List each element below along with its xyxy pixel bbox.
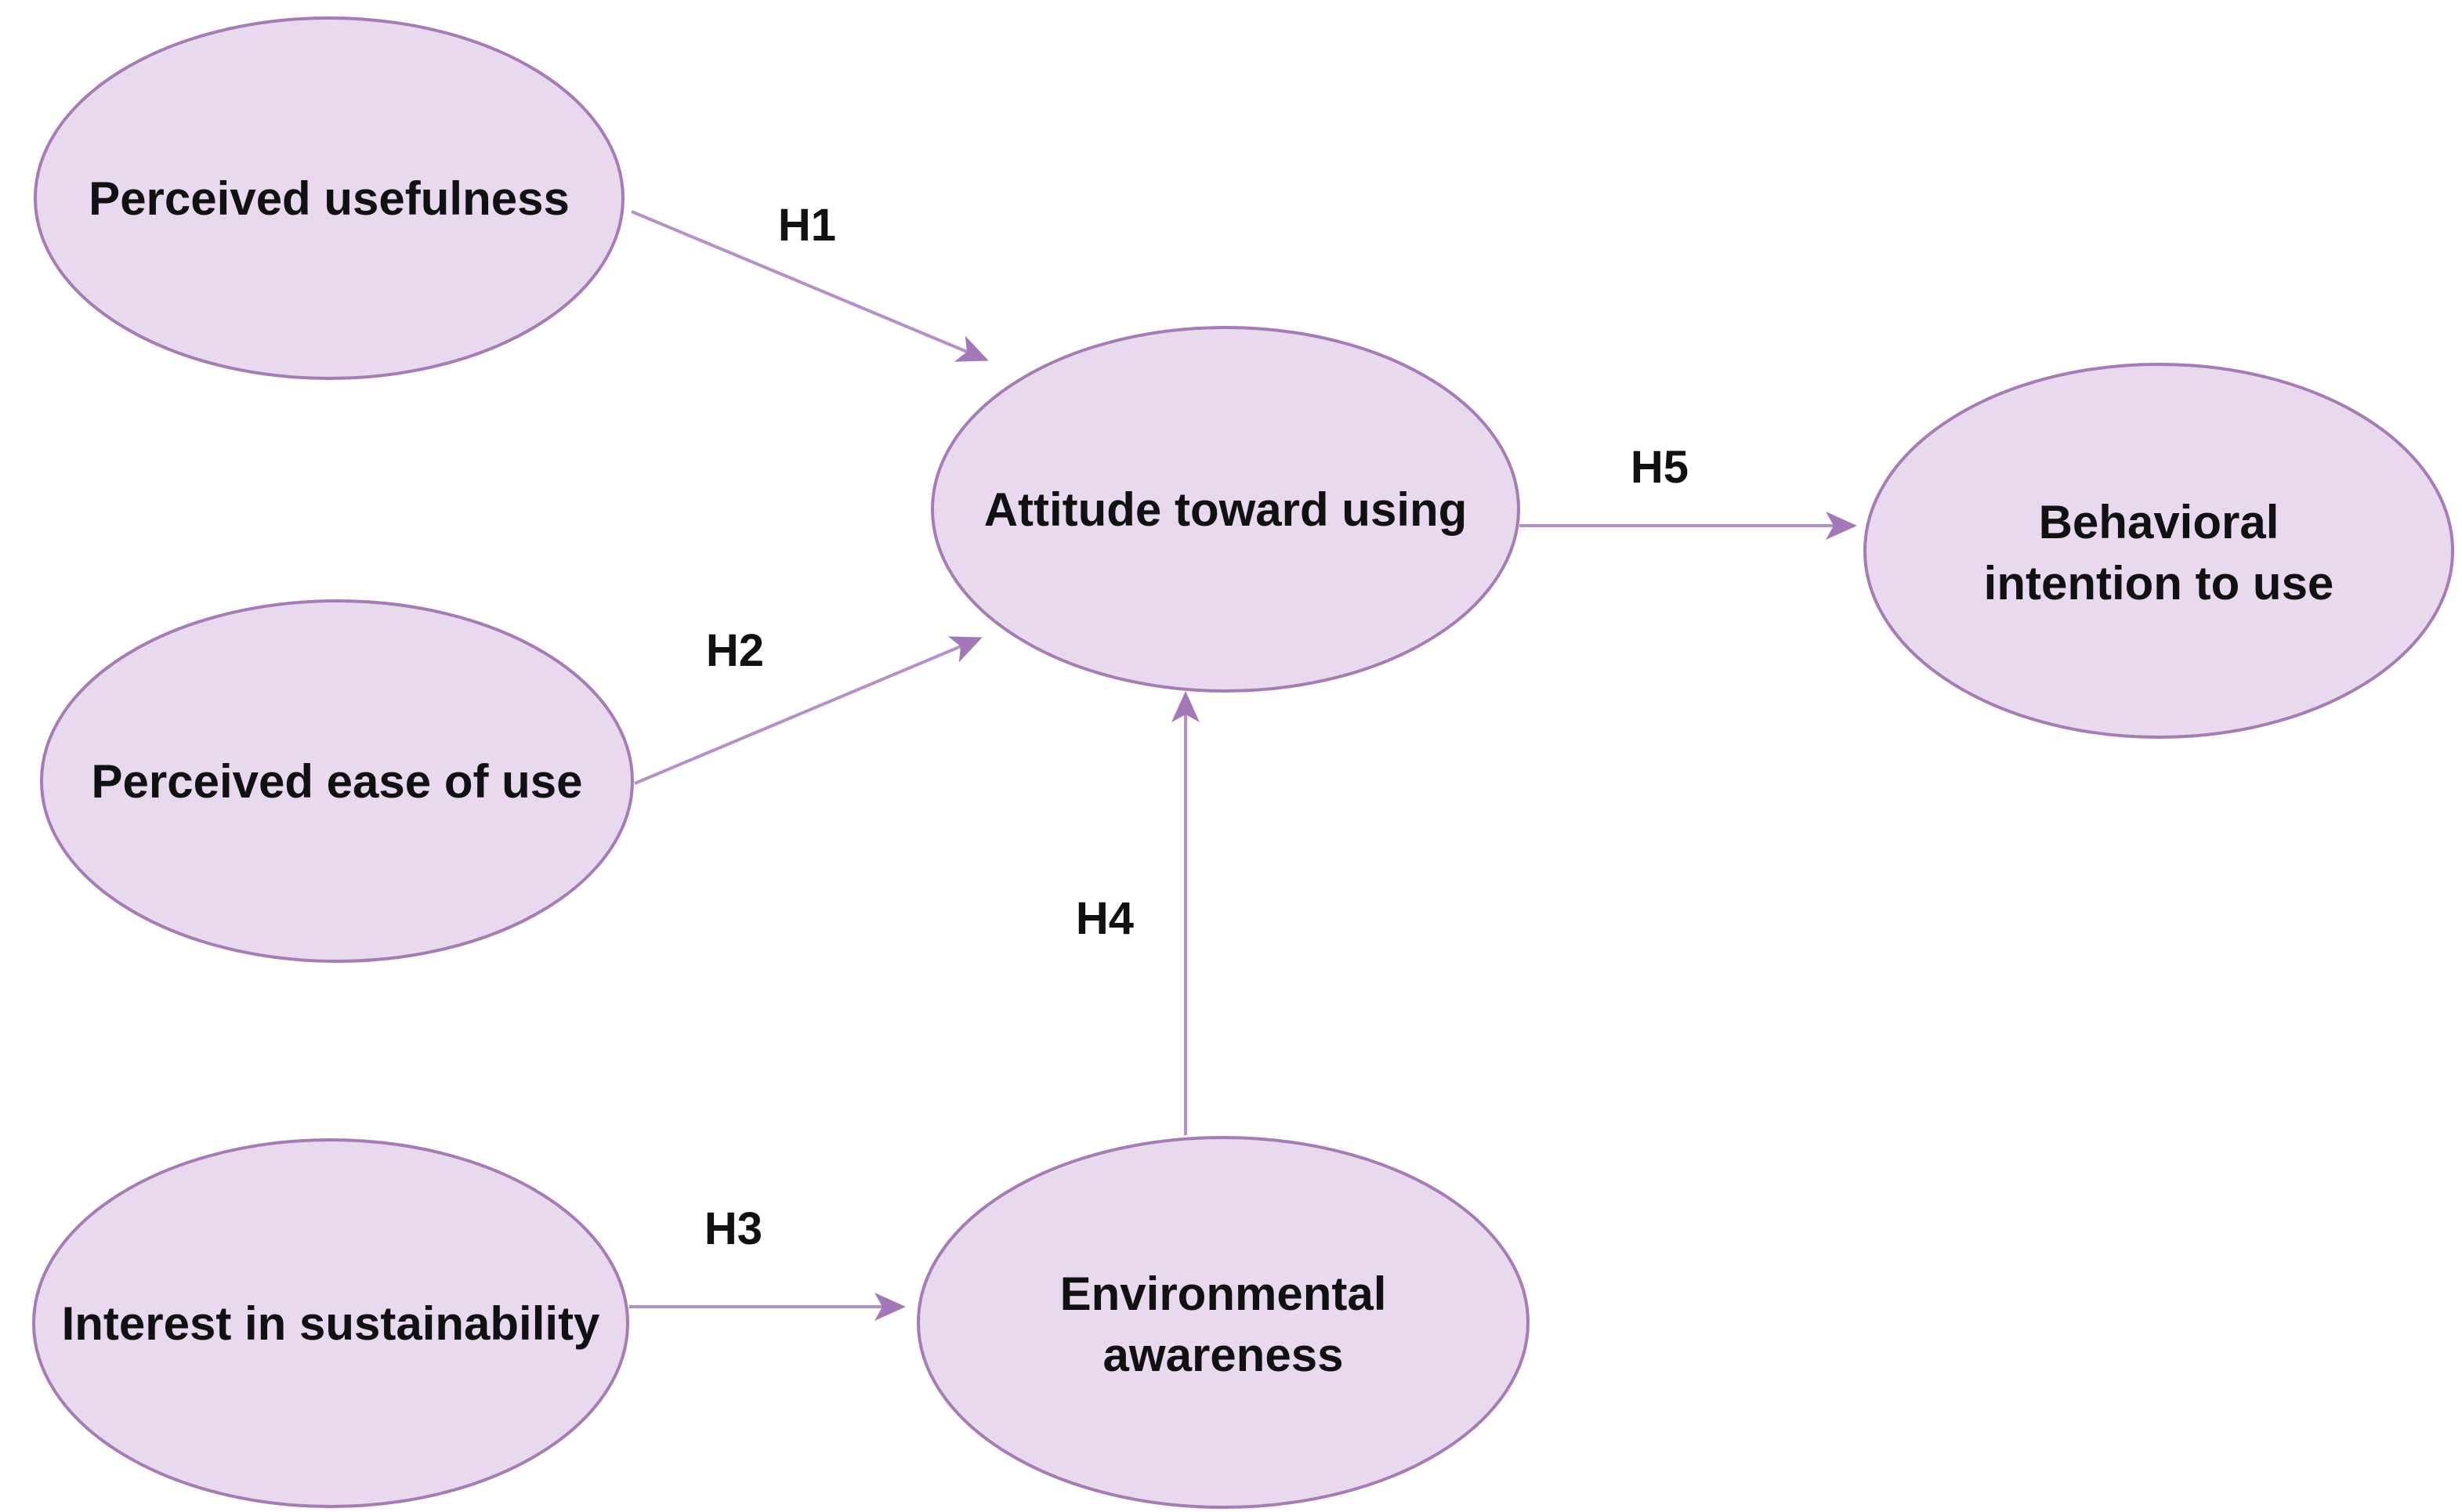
- node-environmental-awareness: Environmental awareness: [917, 1136, 1530, 1509]
- environmental-awareness-label-line2: awareness: [1103, 1329, 1344, 1381]
- h2-arrow: [634, 636, 983, 785]
- perceived-ease-of-use-label: Perceived ease of use: [91, 755, 582, 808]
- environmental-awareness-ellipse: [917, 1136, 1530, 1509]
- behavioral-intention-to-use-ellipse: [1863, 363, 2454, 739]
- perceived-usefulness-label: Perceived usefulness: [89, 172, 570, 225]
- nodes-layer: Perceived usefulness Perceived ease of u…: [32, 16, 2454, 1509]
- perceived-usefulness-ellipse: [34, 16, 625, 380]
- perceived-ease-of-use-ellipse: [40, 599, 634, 963]
- attitude-toward-using-ellipse: [931, 326, 1520, 693]
- node-behavioral-intention-to-use: Behavioral intention to use: [1863, 363, 2454, 739]
- behavioral-intention-to-use-label-line2: intention to use: [1984, 557, 2334, 610]
- node-attitude-toward-using: Attitude toward using: [931, 326, 1520, 693]
- h3-label: H3: [704, 1203, 762, 1254]
- behavioral-intention-to-use-label-line1: Behavioral: [2039, 496, 2279, 548]
- h1-label: H1: [778, 200, 836, 251]
- edges-layer: [629, 210, 1857, 1321]
- node-perceived-usefulness: Perceived usefulness: [34, 16, 625, 380]
- node-perceived-ease-of-use: Perceived ease of use: [40, 599, 634, 963]
- edge-labels-layer: H1 H2 H3 H4 H5: [704, 200, 1689, 1254]
- interest-in-sustainability-ellipse: [32, 1138, 629, 1508]
- interest-in-sustainability-label: Interest in sustainability: [62, 1297, 600, 1350]
- attitude-toward-using-label: Attitude toward using: [984, 483, 1468, 536]
- h2-label: H2: [706, 625, 764, 676]
- h4-label: H4: [1076, 893, 1134, 944]
- h5-label: H5: [1631, 442, 1689, 493]
- environmental-awareness-label-line1: Environmental: [1060, 1268, 1387, 1320]
- h1-arrow: [631, 210, 989, 362]
- node-interest-in-sustainability: Interest in sustainability: [32, 1138, 629, 1508]
